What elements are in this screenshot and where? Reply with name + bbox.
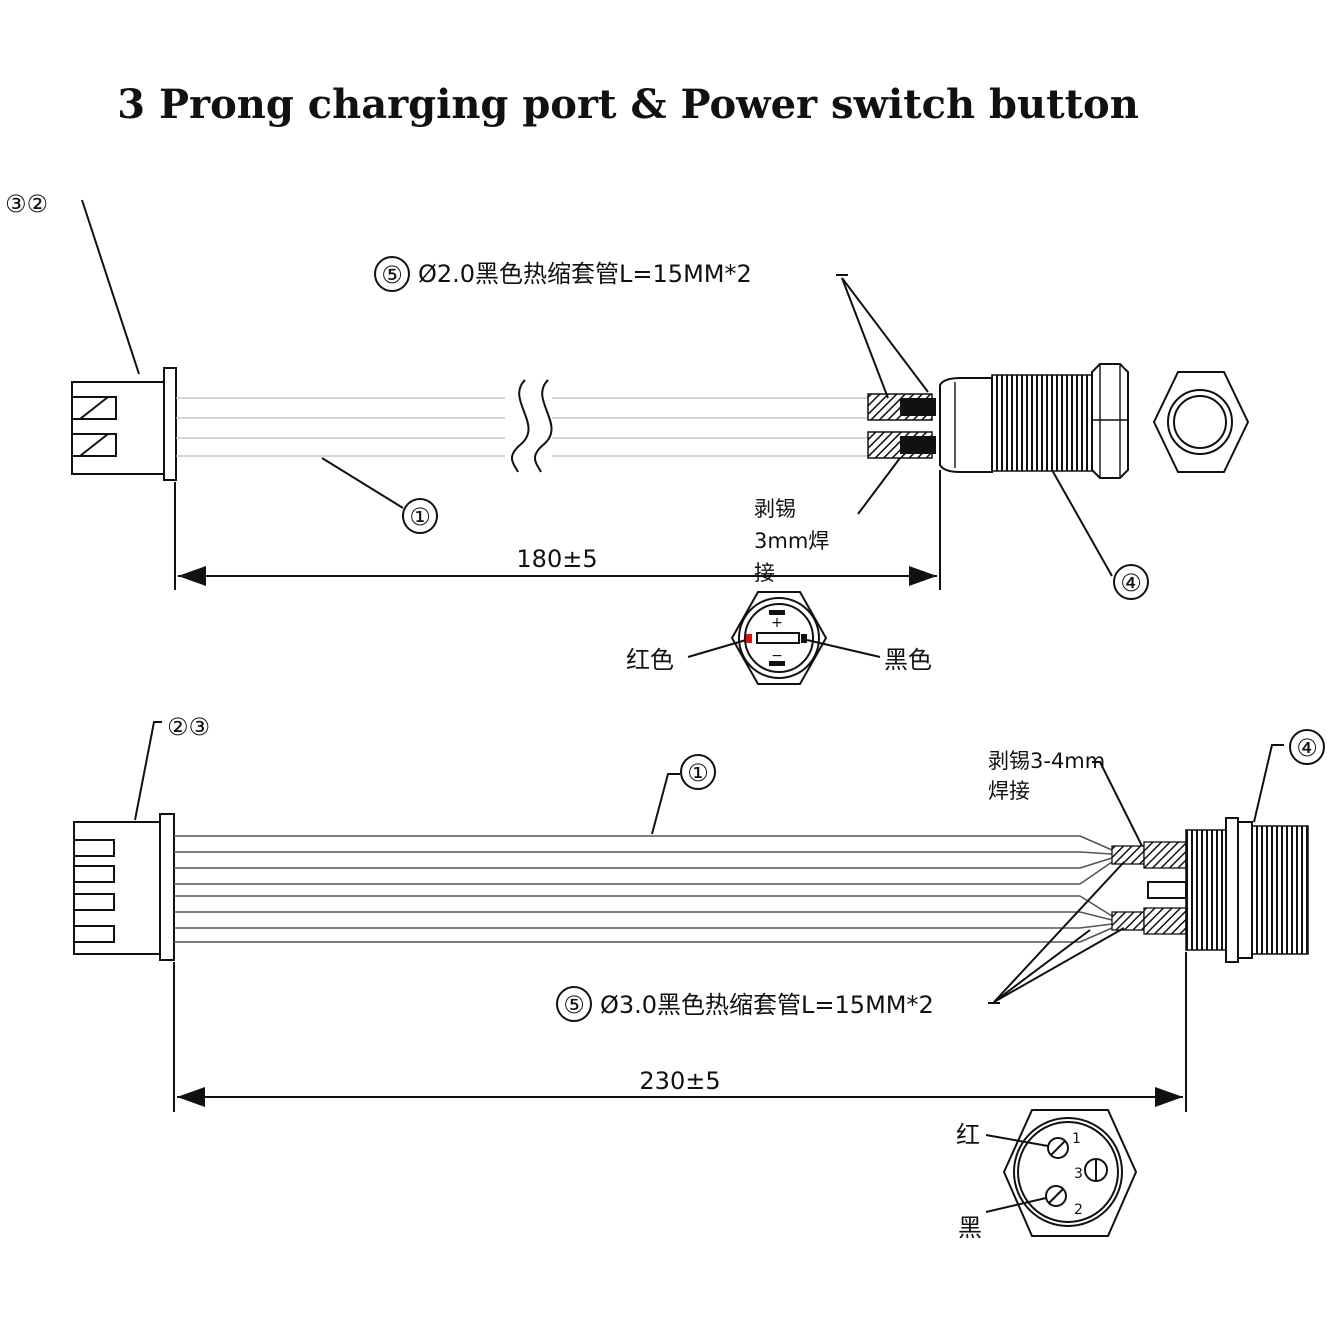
top-solder-note-1: 剥锡 bbox=[754, 497, 796, 521]
bottom-dimension: 230±5 bbox=[173, 952, 1187, 1112]
bottom-red-label: 红 bbox=[956, 1121, 980, 1149]
pin-2-label: 2 bbox=[1074, 1202, 1083, 1218]
bottom-heat-shrink bbox=[1111, 841, 1187, 935]
bottom-solder-note-1: 剥锡3-4mm bbox=[988, 749, 1105, 773]
top-connector-housing bbox=[71, 367, 177, 481]
top-connector-callout: ③② bbox=[5, 190, 48, 218]
top-switch-callout-circle bbox=[1113, 564, 1149, 600]
top-assembly: ③② ① bbox=[5, 190, 1250, 685]
pin-3-label: 3 bbox=[1074, 1166, 1083, 1182]
bottom-connector-housing bbox=[73, 813, 175, 961]
bottom-wire-callout-circle bbox=[680, 754, 716, 790]
bottom-solder-note-2: 焊接 bbox=[988, 779, 1030, 803]
top-solder-note-2: 3mm焊 bbox=[754, 529, 829, 553]
top-wires bbox=[176, 379, 870, 473]
bottom-port-face: 1 3 2 红 黑 bbox=[956, 1109, 1138, 1242]
bottom-port-callout: ④ bbox=[1296, 734, 1318, 762]
bottom-black-label: 黑 bbox=[958, 1214, 982, 1242]
top-switch-face: + − 红色 黑色 bbox=[626, 591, 932, 685]
top-switch-callout: ④ bbox=[1120, 569, 1142, 597]
bottom-port-leader bbox=[1253, 744, 1284, 823]
bottom-sleeve-callout-circle bbox=[556, 986, 592, 1022]
top-dimension: 180±5 bbox=[174, 470, 941, 590]
bottom-wire-callout: ① bbox=[687, 759, 709, 787]
top-sleeve-callout-num: ⑤ bbox=[381, 261, 403, 289]
bottom-dimension-text: 230±5 bbox=[639, 1067, 720, 1095]
top-wire-callout-circle bbox=[402, 498, 438, 534]
top-solder-note-3: 接 bbox=[754, 561, 775, 585]
top-red-label: 红色 bbox=[626, 646, 674, 674]
red-terminal-dot bbox=[746, 634, 752, 643]
black-terminal-dot bbox=[801, 634, 807, 643]
top-switch-leader bbox=[1051, 469, 1113, 577]
bottom-port-callout-circle bbox=[1289, 729, 1325, 765]
top-black-label: 黑色 bbox=[884, 646, 932, 674]
switch-face-plus: + bbox=[771, 615, 783, 631]
pin-1-label: 1 bbox=[1072, 1131, 1081, 1147]
top-hex-nut bbox=[1152, 371, 1250, 473]
top-heat-shrink bbox=[867, 393, 936, 459]
bottom-connector-callout: ②③ bbox=[167, 713, 210, 741]
top-wire-callout: ① bbox=[409, 503, 431, 531]
top-dimension-text: 180±5 bbox=[516, 545, 597, 573]
top-wire-leader bbox=[321, 457, 404, 509]
bottom-sleeve-callout-num: ⑤ bbox=[563, 991, 585, 1019]
bottom-wires bbox=[174, 835, 1113, 943]
top-sleeve-callout-text: Ø2.0黑色热缩套管L=15MM*2 bbox=[418, 260, 752, 288]
bottom-connector-leader bbox=[134, 721, 162, 821]
bottom-sleeve-callout-text: Ø3.0黑色热缩套管L=15MM*2 bbox=[600, 991, 934, 1019]
bottom-charging-port-body bbox=[1185, 817, 1309, 963]
top-sleeve-callout-circle bbox=[374, 256, 410, 292]
top-power-switch-body bbox=[939, 363, 1129, 479]
page-title: 3 Prong charging port & Power switch but… bbox=[117, 81, 1139, 128]
top-connector-leader bbox=[81, 199, 140, 375]
bottom-assembly: ②③ bbox=[73, 713, 1325, 1242]
bottom-wire-leader bbox=[651, 773, 680, 835]
switch-face-minus: − bbox=[771, 648, 783, 664]
